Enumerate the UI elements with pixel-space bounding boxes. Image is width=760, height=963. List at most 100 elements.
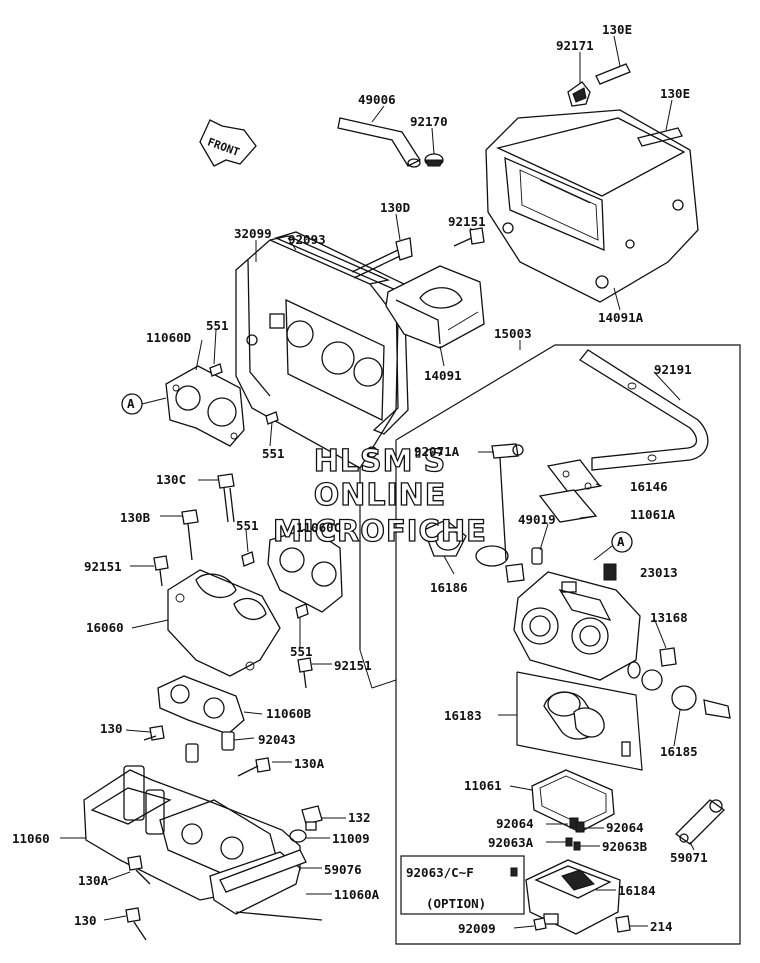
gasket-11060C [267, 527, 343, 613]
label-11060D: 11060D [146, 330, 191, 345]
label-13168: 13168 [650, 610, 688, 625]
watermark-line-3: MICROFICHE [273, 514, 487, 548]
label-23013: 23013 [640, 565, 678, 580]
float-16183 [543, 691, 631, 757]
label-59076: 59076 [324, 862, 362, 877]
pin-551-d [295, 603, 309, 619]
label-11060B: 11060B [266, 706, 312, 721]
label-92009: 92009 [458, 921, 496, 936]
pin-49019 [531, 547, 543, 565]
fitting-92071A [491, 443, 524, 561]
air-cleaner-cover [485, 63, 699, 303]
collar-92043-a [221, 731, 235, 751]
bolt-130A-b [127, 855, 151, 885]
label-A-right: A [617, 534, 625, 549]
jet-92063A [565, 837, 573, 847]
screw-92009 [533, 917, 547, 931]
label-92043: 92043 [258, 732, 296, 747]
label-16186: 16186 [430, 580, 468, 595]
label-11060: 11060 [12, 831, 50, 846]
label-92064-b: 92064 [606, 820, 644, 835]
label-130-a: 130 [100, 721, 123, 736]
label-49006: 49006 [358, 92, 396, 107]
label-92151-mid: 92151 [334, 658, 372, 673]
gasket-11061 [531, 769, 615, 833]
label-92151-top: 92151 [448, 214, 486, 229]
part-labels: 130E 92171 130E 49006 92170 130D 92151 3… [12, 22, 708, 936]
jet-92063-option [510, 867, 518, 877]
label-11060C: 11060C [296, 520, 341, 535]
spacer-16060 [167, 569, 281, 677]
label-92171: 92171 [556, 38, 594, 53]
label-16184: 16184 [618, 883, 656, 898]
label-130C: 130C [156, 472, 186, 487]
label-551-d: 551 [290, 644, 313, 659]
label-59071: 59071 [670, 850, 708, 865]
assembly-box-15003 [395, 344, 741, 945]
label-551-b: 551 [262, 446, 285, 461]
pin-551-a [209, 363, 223, 377]
clamp-92170 [424, 153, 444, 167]
bolt-130-b [125, 907, 147, 941]
option-note: (OPTION) [426, 896, 486, 911]
bolt-92151-left [153, 555, 169, 587]
label-92170: 92170 [410, 114, 448, 129]
label-130E-2: 130E [660, 86, 690, 101]
label-11009: 11009 [332, 831, 370, 846]
label-130B: 130B [120, 510, 151, 525]
plug-132 [301, 805, 323, 831]
air-cleaner-base [235, 235, 399, 469]
front-arrow: FRONT [199, 119, 257, 167]
option-box [400, 855, 525, 915]
label-214: 214 [650, 919, 673, 934]
fuel-tube-92191 [579, 349, 709, 471]
collar-92043-b [185, 743, 199, 763]
label-14091: 14091 [424, 368, 462, 383]
label-92191: 92191 [654, 362, 692, 377]
label-130A-b: 130A [78, 873, 109, 888]
label-92063B: 92063B [602, 839, 648, 854]
carburetor-body [513, 571, 641, 681]
screw-23013 [603, 563, 617, 581]
label-92071A: 92071A [414, 444, 460, 459]
label-92151-left: 92151 [84, 559, 122, 574]
bolt-130-a [143, 725, 165, 741]
label-130E-1: 130E [602, 22, 632, 37]
label-11061: 11061 [464, 778, 502, 793]
label-32099: 32099 [234, 226, 272, 241]
watermark: HLSM'S ONLINE MICROFICHE [272, 443, 487, 548]
hose-49006 [337, 117, 421, 168]
leader-lines [60, 35, 695, 929]
label-16146: 16146 [630, 479, 668, 494]
bracket-16146 [546, 459, 602, 493]
reference-a-right [611, 531, 633, 553]
label-15003: 15003 [494, 326, 532, 341]
bolt-130C [217, 473, 235, 523]
label-132: 132 [348, 810, 371, 825]
label-16183: 16183 [444, 708, 482, 723]
bracket-14091 [385, 265, 485, 349]
jet-92064-b [575, 821, 585, 833]
assembly-box-16183 [516, 671, 643, 771]
label-49019: 49019 [518, 512, 556, 527]
link-13168 [659, 647, 677, 667]
label-16060: 16060 [86, 620, 124, 635]
label-11061A: 11061A [630, 507, 676, 522]
o-ring-11009 [289, 829, 307, 843]
label-130D: 130D [380, 200, 410, 215]
label-92063A: 92063A [488, 835, 534, 850]
bolt-130B [181, 509, 199, 561]
bolt-130A-a [237, 757, 271, 777]
pin-551-c [241, 551, 255, 567]
bracket-59071 [674, 799, 726, 845]
sensor-59076 [219, 849, 307, 893]
bolt-92151-top [453, 227, 485, 247]
gasket-11060B [157, 675, 245, 735]
label-130A-a: 130A [294, 756, 325, 771]
pin-551-b [265, 411, 279, 425]
gasket-11060D [165, 365, 245, 447]
label-551-c: 551 [236, 518, 259, 533]
gasket-92093 [274, 231, 409, 435]
label-92093: 92093 [288, 232, 326, 247]
